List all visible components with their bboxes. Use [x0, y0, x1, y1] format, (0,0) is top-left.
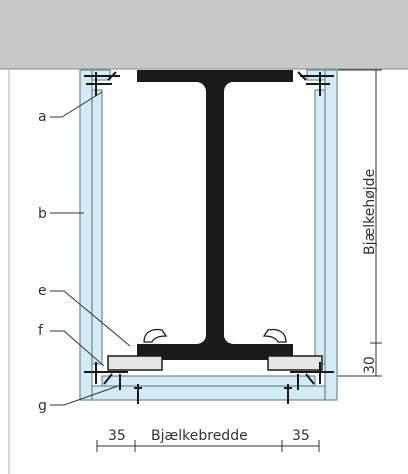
top-right-angle [300, 72, 334, 96]
ceiling-slab [0, 0, 408, 69]
horizontal-dimension [96, 440, 320, 452]
left-offset-label: 35 [108, 428, 126, 444]
bottom-right-screw [284, 384, 292, 404]
bottom-left-angle [84, 362, 128, 390]
callout-f: f [38, 323, 44, 339]
top-left-angle-tick [107, 71, 117, 81]
right-flange-clip [262, 328, 287, 343]
leader-e [50, 290, 131, 347]
leader-g [50, 385, 119, 406]
steel-i-beam [137, 70, 293, 360]
bottom-inner-board [101, 375, 316, 387]
top-left-angle [84, 72, 120, 96]
leader-a [50, 91, 103, 118]
top-right-angle-tick [297, 71, 307, 81]
right-outer-board [324, 69, 338, 401]
right-offset-label: 35 [292, 428, 310, 444]
callout-leaders [50, 91, 131, 406]
beam-width-label: Bjælkebredde [151, 428, 248, 444]
callout-g: g [38, 398, 47, 414]
left-inner-board [91, 89, 103, 365]
vertical-dimension [338, 69, 382, 377]
callout-b: b [38, 206, 47, 222]
callout-e: e [38, 283, 47, 299]
leader-f [50, 330, 105, 367]
bottom-right-angle [290, 362, 334, 390]
left-flange-clip [143, 328, 168, 343]
bottom-connectors [84, 362, 334, 404]
flange-clips [143, 328, 287, 343]
right-support-block [267, 355, 323, 371]
top-connectors [84, 71, 334, 96]
lower-supports [107, 355, 323, 371]
bottom-left-screw [134, 384, 142, 404]
bottom-offset-label: 30 [362, 356, 378, 374]
beam-height-label: Bjælkehøjde [362, 169, 378, 255]
right-inner-board [314, 89, 326, 365]
board-cladding [79, 69, 338, 401]
callout-a: a [38, 109, 47, 125]
left-support-block [107, 355, 163, 371]
